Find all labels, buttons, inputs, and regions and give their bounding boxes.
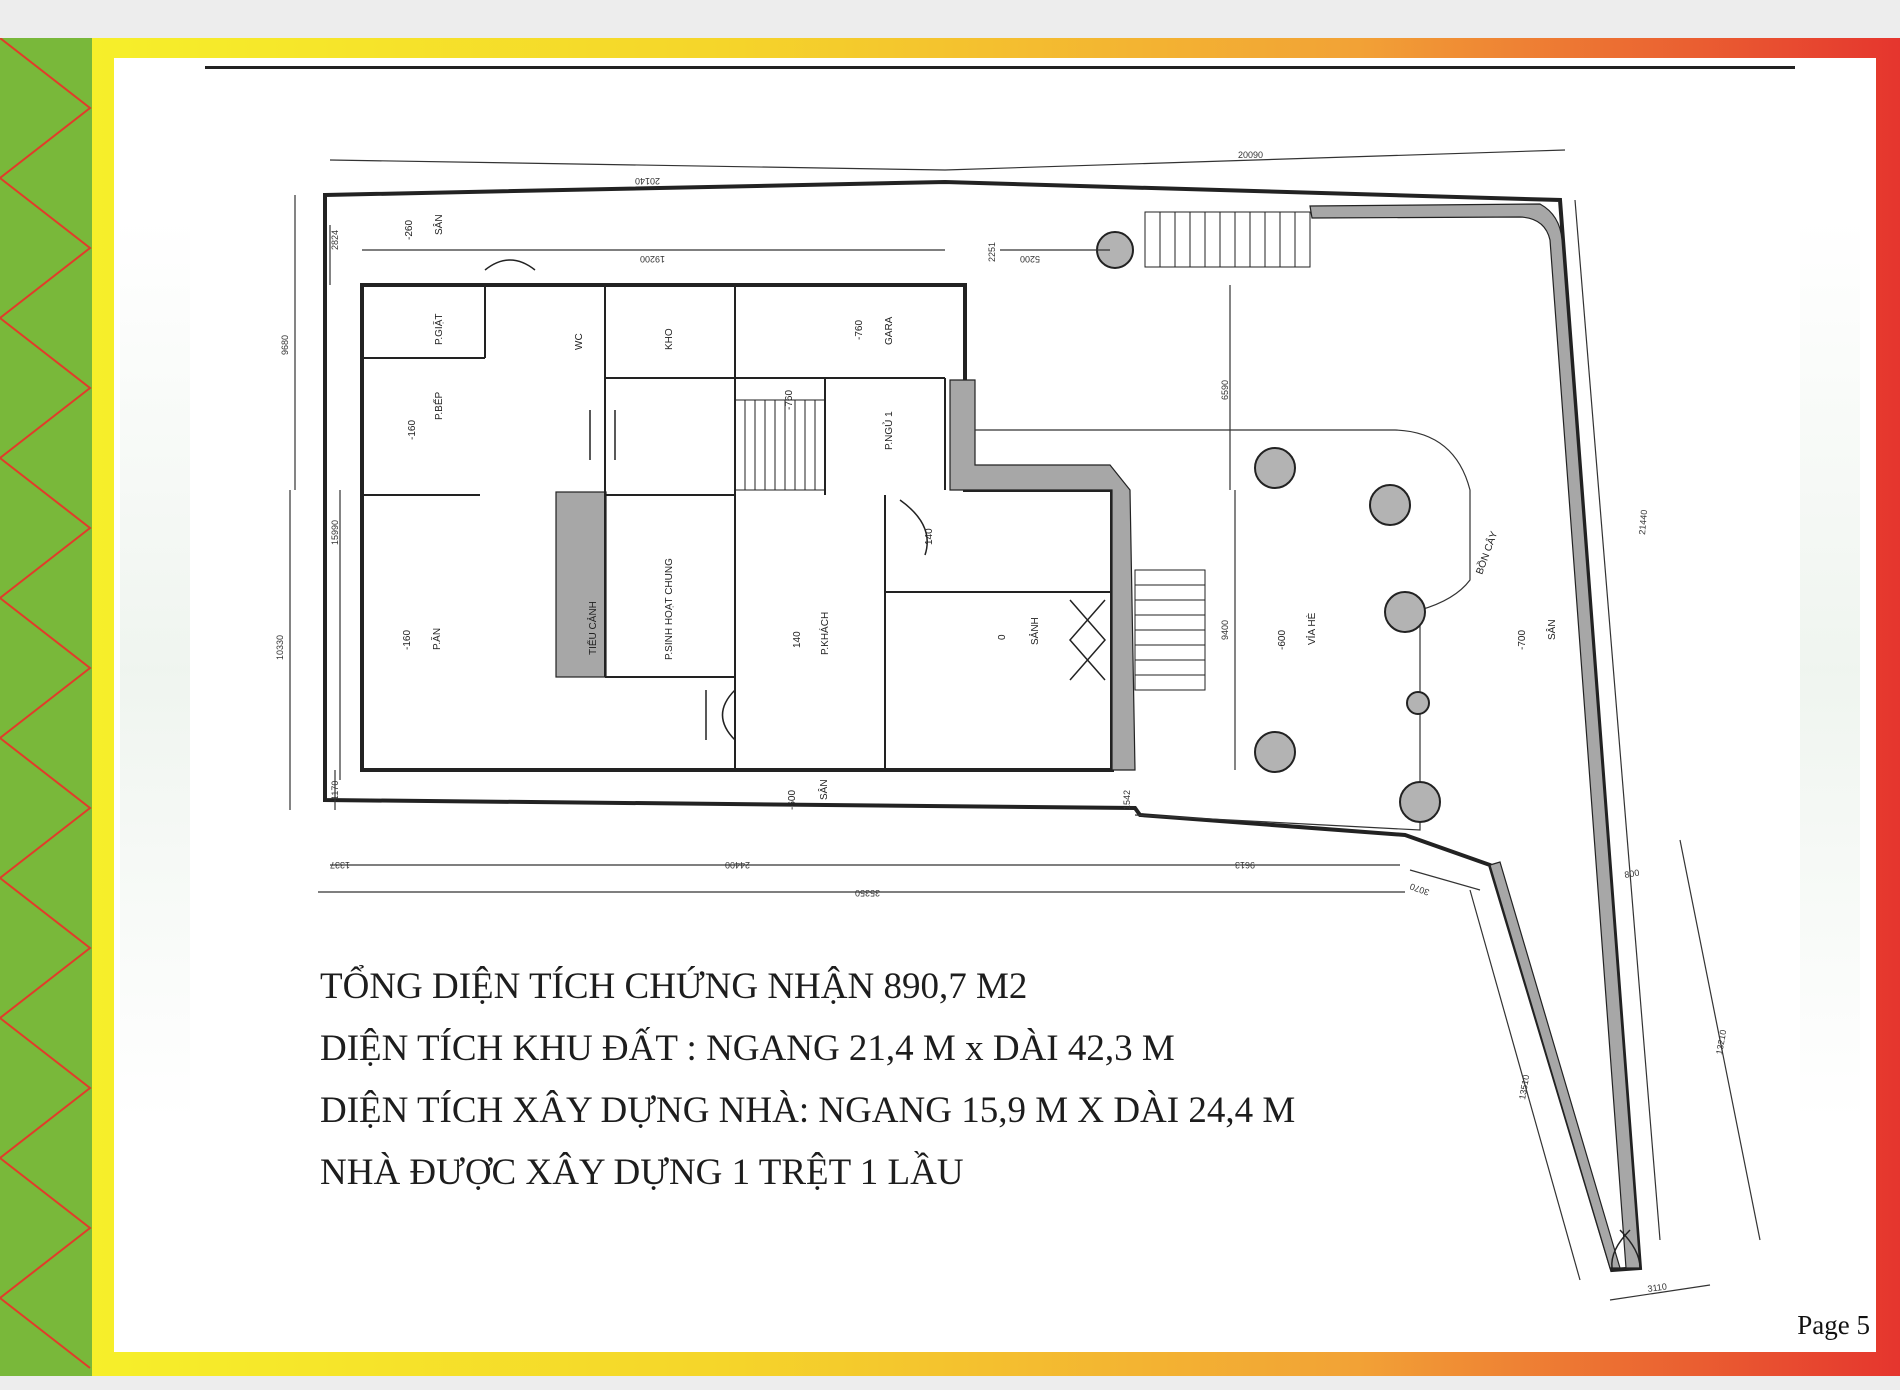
dim-right-c: 21440	[1637, 509, 1649, 535]
dim-left-upper: 9680	[280, 335, 290, 355]
label-stair-level: -760	[784, 390, 795, 410]
decor-flower-left	[120, 220, 190, 1120]
stairs	[734, 399, 826, 491]
side-corridor	[1309, 203, 1641, 1269]
dim-top-right: 20090	[1238, 150, 1263, 160]
label-bon-cay: BỒN CÂY	[1473, 529, 1501, 576]
caption-line-4: NHÀ ĐƯỢC XÂY DỰNG 1 TRỆT 1 LẦU	[320, 1152, 964, 1193]
dim-end-width: 3110	[1647, 1281, 1668, 1294]
label-entry-level: 140	[924, 528, 935, 545]
caption-block: TỔNG DIỆN TÍCH CHỨNG NHẬN 890,7 M2 DIỆN …	[320, 956, 1400, 1204]
dim-diag-right: 13210	[1714, 1029, 1728, 1055]
planter-3	[1384, 591, 1426, 633]
dim-bottom-small: 1542	[1122, 790, 1132, 810]
dim-right-b: 9400	[1220, 620, 1230, 640]
label-san-right: SÂN	[1545, 619, 1558, 640]
dim-inner-top-left: 19200	[640, 254, 665, 264]
dimension-lines	[289, 149, 1761, 1301]
hatch-pillar-1	[949, 379, 1136, 771]
page-panel	[114, 58, 1876, 1352]
label-p-sinh-hoat-chung: P.SINH HOẠT CHUNG	[664, 558, 675, 660]
label-sanh-level: 0	[997, 634, 1008, 640]
hatch-tieu-canh	[555, 491, 607, 678]
label-san-top-level: -260	[404, 220, 415, 240]
caption-line-2: DIỆN TÍCH KHU ĐẤT : NGANG 21,4 M x DÀI 4…	[320, 1028, 1175, 1069]
zigzag-line	[0, 38, 92, 1369]
label-kho: KHO	[664, 328, 675, 350]
planter-4	[1406, 691, 1430, 715]
top-stairs	[1144, 211, 1311, 268]
label-tieu-canh: TIỂU CẢNH	[586, 601, 599, 655]
dim-left-bottom-small: 1170	[330, 781, 340, 800]
dim-end-small: 800	[1624, 868, 1641, 880]
corridor-left-wall	[1489, 861, 1621, 1269]
label-sanh: SẢNH	[1028, 617, 1041, 645]
interior-walls	[362, 285, 1112, 770]
label-p-khach: P.KHÁCH	[818, 612, 831, 655]
planter-2	[1369, 484, 1411, 526]
caption-line-1: TỔNG DIỆN TÍCH CHỨNG NHẬN 890,7 M2	[320, 966, 1028, 1007]
dim-diag-left: 13510	[1517, 1074, 1531, 1100]
label-p-an-level: -160	[402, 630, 413, 650]
dim-left-mid: 15990	[330, 520, 340, 545]
dimension-labels: 20140 20090 19200 5200 2251 2824 9680 15…	[275, 150, 1728, 1294]
via-he-platform	[975, 429, 1471, 831]
label-san-right-level: -700	[1517, 630, 1528, 650]
label-p-bep: P.BẾP	[432, 392, 445, 420]
planters	[1096, 231, 1441, 823]
label-wc: WC	[574, 333, 585, 350]
zigzag-border	[0, 38, 92, 1369]
label-via-he-level: -600	[1277, 630, 1288, 650]
dim-left-top-small: 2824	[330, 230, 340, 250]
dim-left-gap: 2251	[987, 242, 997, 262]
entry-stairs	[1134, 569, 1206, 691]
planter-5	[1254, 731, 1296, 773]
label-p-giat: P.GIẶT	[432, 314, 445, 346]
label-san-bottom-level: -600	[787, 790, 798, 810]
label-p-an: P.ĂN	[430, 628, 443, 650]
label-gara-level: -760	[854, 320, 865, 340]
label-san-top: SÂN	[432, 214, 445, 235]
caption-line-3: DIỆN TÍCH XÂY DỰNG NHÀ: NGANG 15,9 M X D…	[320, 1090, 1296, 1131]
label-via-he: VỈA HÈ	[1305, 612, 1318, 645]
label-p-khach-level: 140	[792, 631, 803, 648]
planter-1	[1254, 447, 1296, 489]
left-green-strip	[0, 38, 92, 1376]
dim-bottom-main: 24400	[725, 860, 750, 870]
label-p-bep-level: -160	[407, 420, 418, 440]
page-number: Page 5	[1797, 1310, 1870, 1340]
dim-right-a: 6590	[1220, 380, 1230, 400]
dim-diag-small: 3070	[1408, 881, 1430, 897]
dim-bottom-right: 9613	[1235, 860, 1255, 870]
doors	[484, 259, 1641, 1269]
dim-bottom-left-small: 1337	[330, 860, 350, 870]
label-san-bottom: SÂN	[817, 779, 830, 800]
planter-6	[1399, 781, 1441, 823]
dim-top-left: 20140	[635, 176, 660, 186]
dim-left-lower: 10330	[275, 635, 285, 660]
dim-inner-top-right: 5200	[1020, 254, 1040, 264]
decor-flower-right	[1800, 220, 1860, 1120]
label-gara: GARA	[884, 316, 895, 345]
header-rule	[205, 66, 1795, 69]
label-p-ngu-1: P.NGỦ 1	[882, 411, 895, 450]
dim-bottom-total: 35350	[855, 888, 880, 898]
